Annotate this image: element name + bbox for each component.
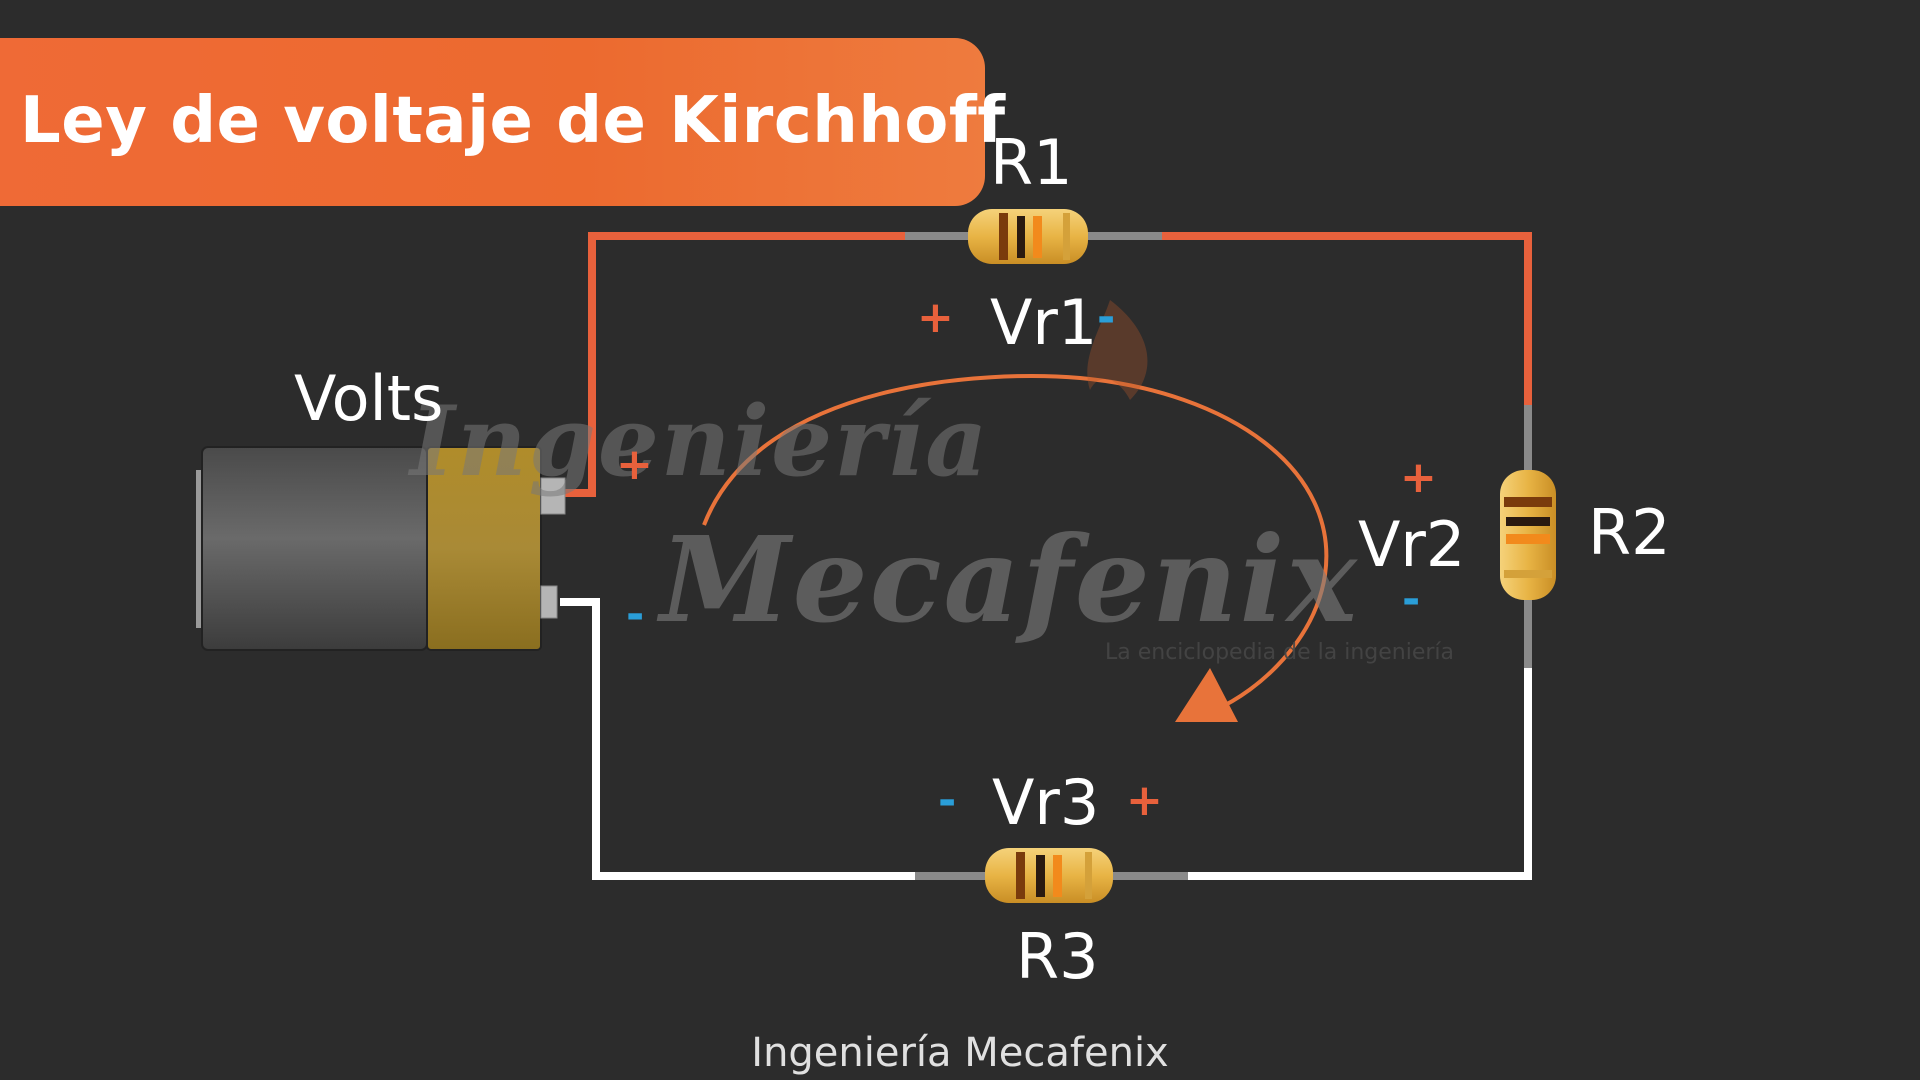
vr3-label: Vr3: [992, 766, 1100, 839]
vr1-label: Vr1: [990, 286, 1098, 359]
r2-label: R2: [1588, 496, 1671, 569]
resistor-r2: [1500, 470, 1556, 600]
watermark-line1: Ingeniería: [410, 385, 990, 498]
vr1-minus-sign: -: [1097, 292, 1116, 343]
vr1-plus-sign: +: [917, 292, 954, 343]
title-banner: [0, 38, 985, 206]
watermark-line2: Mecafenix: [660, 510, 1359, 649]
watermark-flame-icon: [1087, 300, 1148, 400]
resistor-leads: [905, 232, 1532, 880]
vr3-minus-sign: -: [938, 775, 957, 826]
vr2-minus-sign: -: [1402, 574, 1421, 625]
battery: [196, 446, 566, 651]
resistor-r3: [985, 848, 1113, 903]
watermark-tagline: La enciclopedia de la ingeniería: [1105, 640, 1455, 665]
r3-label: R3: [1016, 920, 1099, 993]
loop-direction-arrow: [702, 374, 1329, 722]
vr3-plus-sign: +: [1126, 775, 1163, 826]
resistor-r1: [968, 209, 1088, 264]
r1-label: R1: [990, 126, 1073, 199]
source-label: Volts: [294, 362, 444, 435]
battery-plus-sign: +: [616, 439, 653, 490]
negative-wire: [560, 598, 1532, 880]
page-title: Ley de voltaje de Kirchhoff: [20, 84, 1006, 158]
battery-minus-sign: -: [626, 589, 645, 640]
footer-credit: Ingeniería Mecafenix: [751, 1030, 1169, 1076]
vr2-label: Vr2: [1358, 508, 1466, 581]
vr2-plus-sign: +: [1400, 452, 1437, 503]
positive-wire: [560, 232, 1532, 497]
